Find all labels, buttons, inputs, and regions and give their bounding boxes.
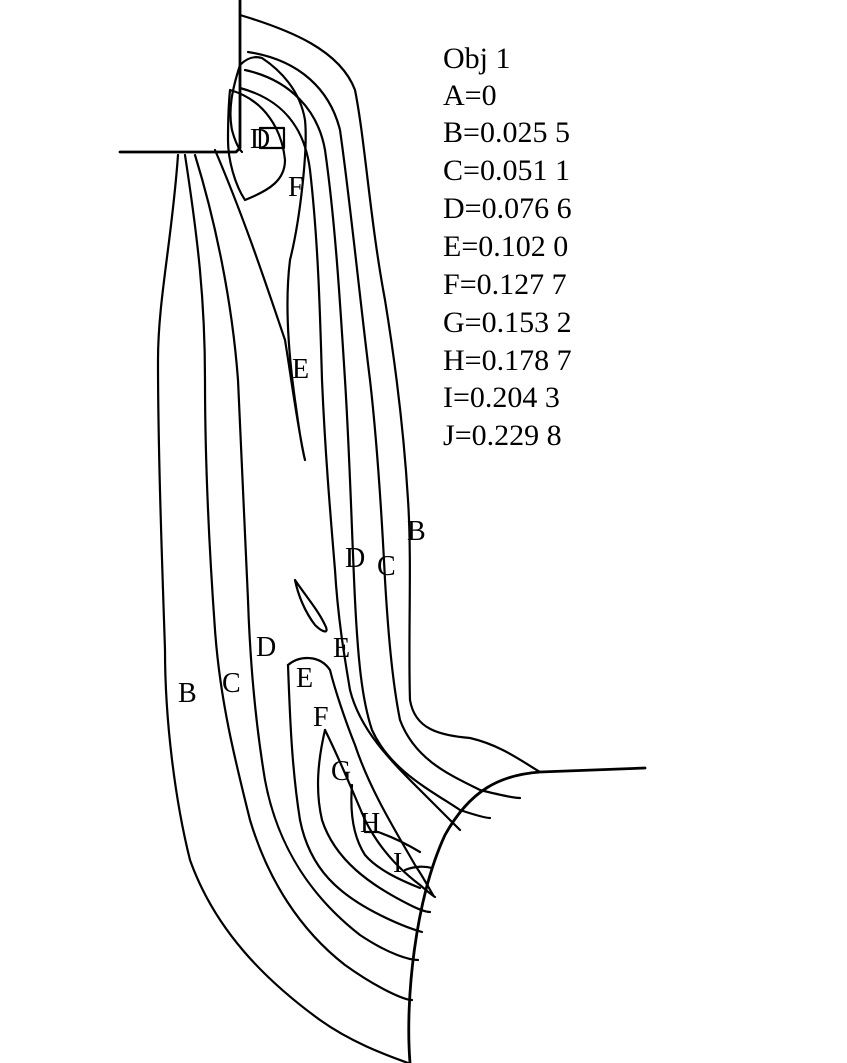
contour-lines (156, 50, 522, 1063)
geometry-outline (118, 0, 647, 1063)
label-low-h: H (360, 808, 380, 839)
legend-entry: C=0.051 1 (443, 154, 570, 187)
contour-e-low (286, 657, 435, 897)
right-fillet-arc (407, 766, 647, 1063)
contour-small-closed (293, 578, 328, 633)
contour-f-low (286, 663, 424, 934)
contour-c (183, 153, 414, 1002)
legend-entry: J=0.229 8 (443, 419, 562, 452)
label-right-d: D (345, 543, 365, 574)
contour-e (213, 56, 307, 462)
contour-labels: D F E B C D E E D C B F G H I (178, 124, 426, 879)
outer-boundary (238, 13, 542, 774)
label-right-c: C (377, 551, 396, 582)
legend-entry: D=0.076 6 (443, 192, 572, 225)
legend: Obj 1 A=0 B=0.025 5 C=0.051 1 D=0.076 6 … (443, 42, 572, 452)
label-left-d: D (256, 632, 276, 663)
notch-inner-curve (229, 63, 244, 154)
contour-g (316, 728, 432, 914)
label-top-d: D (250, 124, 270, 155)
legend-entry: H=0.178 7 (443, 344, 572, 377)
contour-d (193, 153, 420, 962)
contour-f-top (226, 88, 287, 202)
contour-d-right (243, 68, 492, 820)
label-left-c: C (222, 668, 241, 699)
label-low-g: G (331, 756, 351, 787)
node-marker-box (258, 126, 286, 150)
legend-entry: A=0 (443, 79, 497, 112)
legend-entry: I=0.204 3 (443, 381, 560, 414)
label-top-f: F (288, 172, 304, 203)
label-low-e-left: E (296, 663, 313, 694)
label-left-b: B (178, 678, 197, 709)
legend-entry: E=0.102 0 (443, 230, 568, 263)
legend-title: Obj 1 (443, 42, 511, 75)
contour-b (156, 153, 410, 1063)
left-notch-boundary (118, 0, 242, 154)
legend-entry: B=0.025 5 (443, 116, 570, 149)
legend-entry: G=0.153 2 (443, 306, 572, 339)
label-low-i: I (393, 848, 402, 879)
label-low-f: F (313, 702, 329, 733)
contour-h (350, 783, 422, 890)
label-right-b: B (407, 516, 426, 547)
legend-entry: F=0.127 7 (443, 268, 567, 301)
contour-g-outer (323, 728, 437, 899)
contour-h-notch (363, 830, 422, 854)
label-low-e-right: E (333, 633, 350, 664)
contour-e-right (238, 86, 462, 832)
label-mid-e: E (292, 354, 309, 385)
contour-c-right (246, 50, 522, 800)
contour-i (403, 865, 434, 872)
